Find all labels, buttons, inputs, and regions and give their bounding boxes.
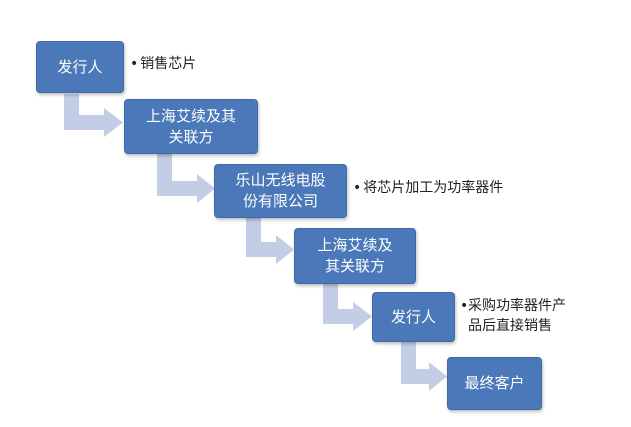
bullet-icon: • [130, 56, 139, 72]
connector-arrow-5 [401, 342, 447, 391]
node-aiwa-affiliates-2: 上海艾续及 其关联方 [294, 228, 416, 284]
note-process-chips-text: 将芯片加工为功率器件 [363, 180, 504, 196]
connector-arrow-3 [246, 217, 294, 264]
note-purchase-resell: • 采购功率器件产 品后直接销售 [460, 296, 566, 336]
node-issuer-top-label: 发行人 [57, 57, 103, 76]
node-final-customer-label: 最终客户 [464, 374, 525, 392]
connector-arrow-1 [64, 94, 123, 137]
note-sell-chips: •销售芯片 [130, 54, 196, 74]
node-aiwa-affiliates-1: 上海艾续及其 关联方 [124, 99, 258, 154]
node-leshan-radio-label: 乐山无线电股 份有限公司 [235, 171, 326, 210]
node-leshan-radio: 乐山无线电股 份有限公司 [214, 164, 347, 218]
node-issuer-top: 发行人 [36, 41, 124, 93]
note-sell-chips-text: 销售芯片 [140, 56, 197, 72]
note-process-chips: •将芯片加工为功率器件 [353, 178, 503, 198]
node-aiwa-affiliates-2-label: 上海艾续及 其关联方 [317, 236, 393, 275]
node-issuer-bottom: 发行人 [372, 292, 455, 342]
node-final-customer: 最终客户 [447, 357, 542, 410]
note-purchase-resell-text: 采购功率器件产 品后直接销售 [468, 298, 566, 334]
node-aiwa-affiliates-1-label: 上海艾续及其 关联方 [145, 106, 236, 146]
bullet-icon: • [460, 298, 469, 314]
connector-arrow-4 [323, 283, 372, 331]
bullet-icon: • [353, 180, 362, 196]
node-issuer-bottom-label: 发行人 [390, 307, 436, 326]
connector-arrow-2 [157, 153, 215, 203]
